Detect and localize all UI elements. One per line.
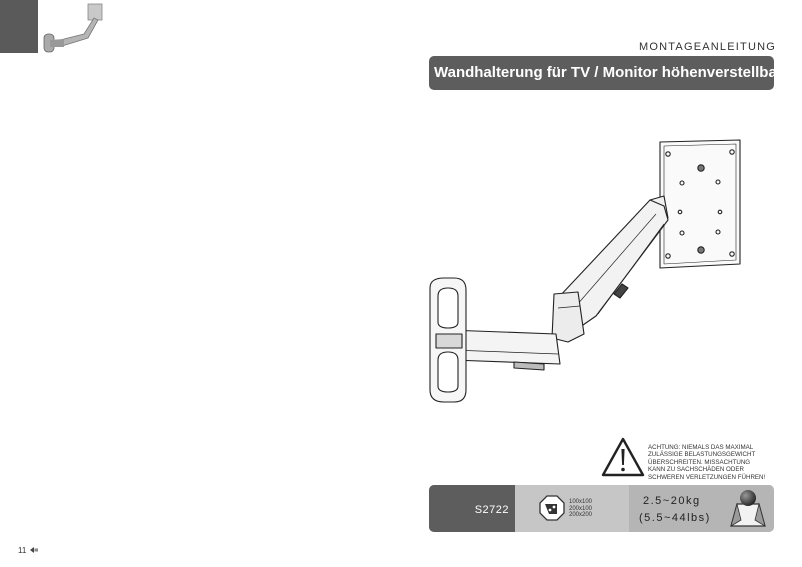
spec-bar: S2722 100x100 200x100 200x200 2.5~20kg (… <box>429 485 774 532</box>
vesa-size: 200x100 <box>569 505 593 512</box>
wall-mount-arm-thumbnail-icon <box>40 2 108 54</box>
vesa-sizes: 100x100 200x100 200x200 <box>569 499 592 519</box>
load-capacity-cell: 2.5~20kg (5.5~44lbs) <box>629 485 774 532</box>
warning-line: ZULÄSSIGE BELASTUNGSGEWICHT <box>648 451 756 459</box>
page-title: Wandhalterung für TV / Monitor höhenvers… <box>434 64 783 81</box>
document-type-label: MONTAGEANLEITUNG <box>639 41 776 53</box>
vesa-cell: 100x100 200x100 200x200 <box>515 485 629 532</box>
title-bar: Wandhalterung für TV / Monitor höhenvers… <box>429 56 783 90</box>
warning-triangle-icon <box>601 437 645 477</box>
warning-line: ÜBERSCHREITEN. MISSACHTUNG <box>648 458 751 466</box>
weight-load-icon <box>730 490 766 527</box>
vesa-size: 100x100 <box>569 499 593 505</box>
vesa-pattern-icon <box>539 495 565 521</box>
load-capacity-kg: 2.5~20kg <box>643 495 701 507</box>
model-cell: S2722 <box>429 485 515 532</box>
vesa-size: 200x200 <box>569 512 593 519</box>
page-number: 11 <box>18 546 27 555</box>
warning-line: SCHWEREN VERLETZUNGEN FÜHREN! <box>648 473 766 481</box>
warning-line: ACHTUNG: NIEMALS DAS MAXIMAL <box>648 444 754 451</box>
warning-text: ACHTUNG: NIEMALS DAS MAXIMAL ZULÄSSIGE B… <box>648 444 773 481</box>
load-capacity-lbs: (5.5~44lbs) <box>639 512 711 524</box>
corner-color-block <box>0 0 38 53</box>
model-number: S2722 <box>474 504 509 516</box>
wall-mount-arm-illustration-icon <box>429 139 741 403</box>
page-marker-icon <box>30 547 38 553</box>
warning-line: KANN ZU SACHSCHÄDEN ODER <box>648 466 744 474</box>
